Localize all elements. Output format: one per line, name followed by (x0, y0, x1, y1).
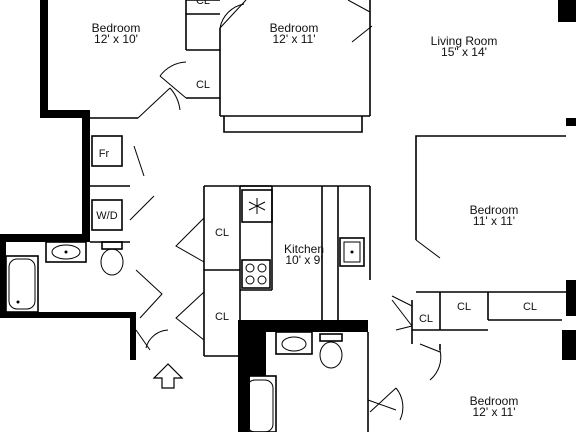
closet-label-right-mid: CL (457, 301, 471, 313)
toilet-icon (100, 241, 124, 276)
room-dims-bedroom-right: 11' x 11' (473, 214, 515, 228)
room-name-bedroom-top-left: Bedroom (92, 21, 141, 35)
closet-label-upper: CL (196, 79, 210, 91)
sink-icon (45, 241, 87, 263)
room-name-bedroom-bottom-right: Bedroom (470, 394, 519, 408)
bathtub-icon (5, 255, 39, 313)
bathtub-icon (243, 375, 277, 432)
fridge-label: Fr (99, 148, 110, 160)
snowflake-icon (241, 189, 273, 223)
entry-arrow-icon (152, 363, 184, 389)
doors (129, 0, 442, 421)
closet-label-right-far: CL (523, 301, 537, 313)
closet-label-top: CL (196, 0, 210, 7)
room-dims-bedroom-top-left: 12' x 10' (94, 32, 138, 46)
sink-icon (339, 237, 365, 267)
closet-label-kitchen-lower: CL (215, 311, 229, 323)
room-dims-kitchen: 10' x 9' (285, 253, 322, 267)
room-name-bedroom-right: Bedroom (470, 203, 519, 217)
closet-label-kitchen-upper: CL (215, 227, 229, 239)
toilet-icon (319, 333, 343, 369)
closet-label-right-small: CL (419, 313, 433, 325)
room-name-kitchen: Kitchen (284, 242, 324, 256)
room-dims-bedroom-bottom-right: 12' x 11' (472, 405, 515, 419)
sink-icon (275, 331, 313, 355)
interior-walls (90, 0, 566, 432)
room-name-living-room: Living Room (431, 34, 498, 48)
stove-icon (241, 259, 271, 289)
room-dims-living-room: 15" x 14' (441, 45, 487, 59)
room-name-bedroom-top-center: Bedroom (270, 21, 319, 35)
washer-dryer-label: W/D (96, 210, 117, 222)
room-dims-bedroom-top-center: 12' x 11' (272, 32, 315, 46)
